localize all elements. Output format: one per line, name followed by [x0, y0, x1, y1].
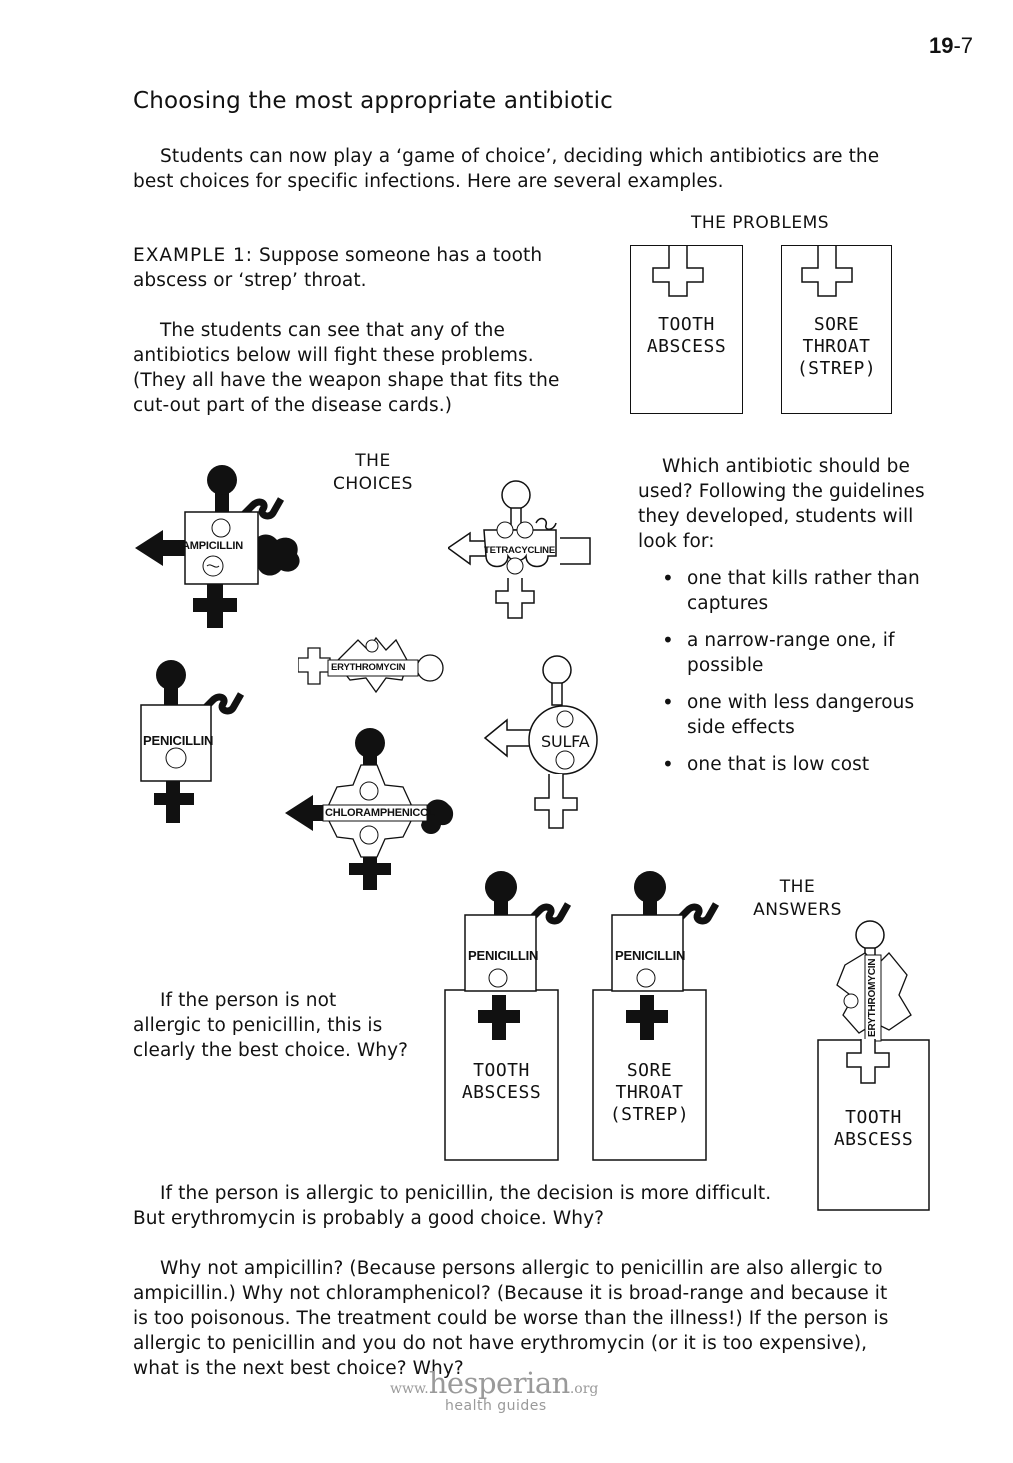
- ampicillin-label: AMPICILLIN: [182, 540, 243, 552]
- penicillin-weapons-icon: [592, 871, 720, 1161]
- tetracycline-label: TETRACYCLINE: [484, 545, 555, 556]
- penicillin-label: PENICILLIN: [143, 733, 214, 748]
- which-antibiotic-paragraph: Which antibiotic should be used? Followi…: [638, 456, 925, 552]
- erythromycin-card: ERYTHROMYCIN: [297, 632, 446, 702]
- sulfa-weapons-icon: [483, 655, 598, 829]
- cross-cutout-icon: [633, 246, 704, 297]
- erythromycin-weapons-icon: [817, 920, 930, 1211]
- ampicillin-weapons-icon: [135, 465, 300, 628]
- example1-text: EXAMPLE 1: Suppose someone has a tooth a…: [133, 245, 543, 291]
- erythromycin-label: ERYTHROMYCIN: [867, 958, 878, 1037]
- tetracycline-weapons-icon: [446, 480, 591, 619]
- penicillin-weapons-icon: [444, 871, 572, 1161]
- intro-paragraph: Students can now play a ‘game of choice’…: [133, 146, 880, 192]
- tetracycline-card: TETRACYCLINE: [446, 478, 593, 623]
- chloramphenicol-card: CHLORAMPHENICOL: [285, 725, 460, 890]
- page-title: Choosing the most appropriate antibiotic: [133, 88, 614, 114]
- penicillin-weapons-icon: [140, 660, 245, 823]
- example1-explanation: The students can see that any of the ant…: [133, 320, 560, 416]
- chloramphenicol-label: CHLORAMPHENICOL: [325, 807, 436, 819]
- cross-cutout-icon: [801, 246, 853, 297]
- problems-heading: THE PROBLEMS: [690, 213, 830, 233]
- chloramphenicol-weapons-icon: [285, 728, 454, 890]
- ampicillin-card: AMPICILLIN: [135, 460, 310, 635]
- penicillin-label: PENICILLIN: [615, 948, 686, 963]
- not-allergic-paragraph: If the person is not allergic to penicil…: [133, 990, 409, 1061]
- guideline-item: one that is low cost: [660, 752, 960, 777]
- sulfa-card: SULFA: [483, 652, 603, 830]
- sulfa-label: SULFA: [541, 732, 590, 751]
- page-number: 19-7: [928, 33, 973, 58]
- example1-label: EXAMPLE 1:: [133, 245, 254, 266]
- erythromycin-label: ERYTHROMYCIN: [331, 662, 406, 673]
- why-not-paragraph: Why not ampicillin? (Because persons all…: [133, 1258, 889, 1379]
- allergic-paragraph: If the person is allergic to penicillin,…: [133, 1183, 772, 1229]
- penicillin-label: PENICILLIN: [468, 948, 539, 963]
- erythromycin-weapons-icon: [297, 636, 444, 694]
- penicillin-card: PENICILLIN: [138, 655, 253, 830]
- hesperian-watermark: www.hesperian.org health guides: [390, 1366, 599, 1414]
